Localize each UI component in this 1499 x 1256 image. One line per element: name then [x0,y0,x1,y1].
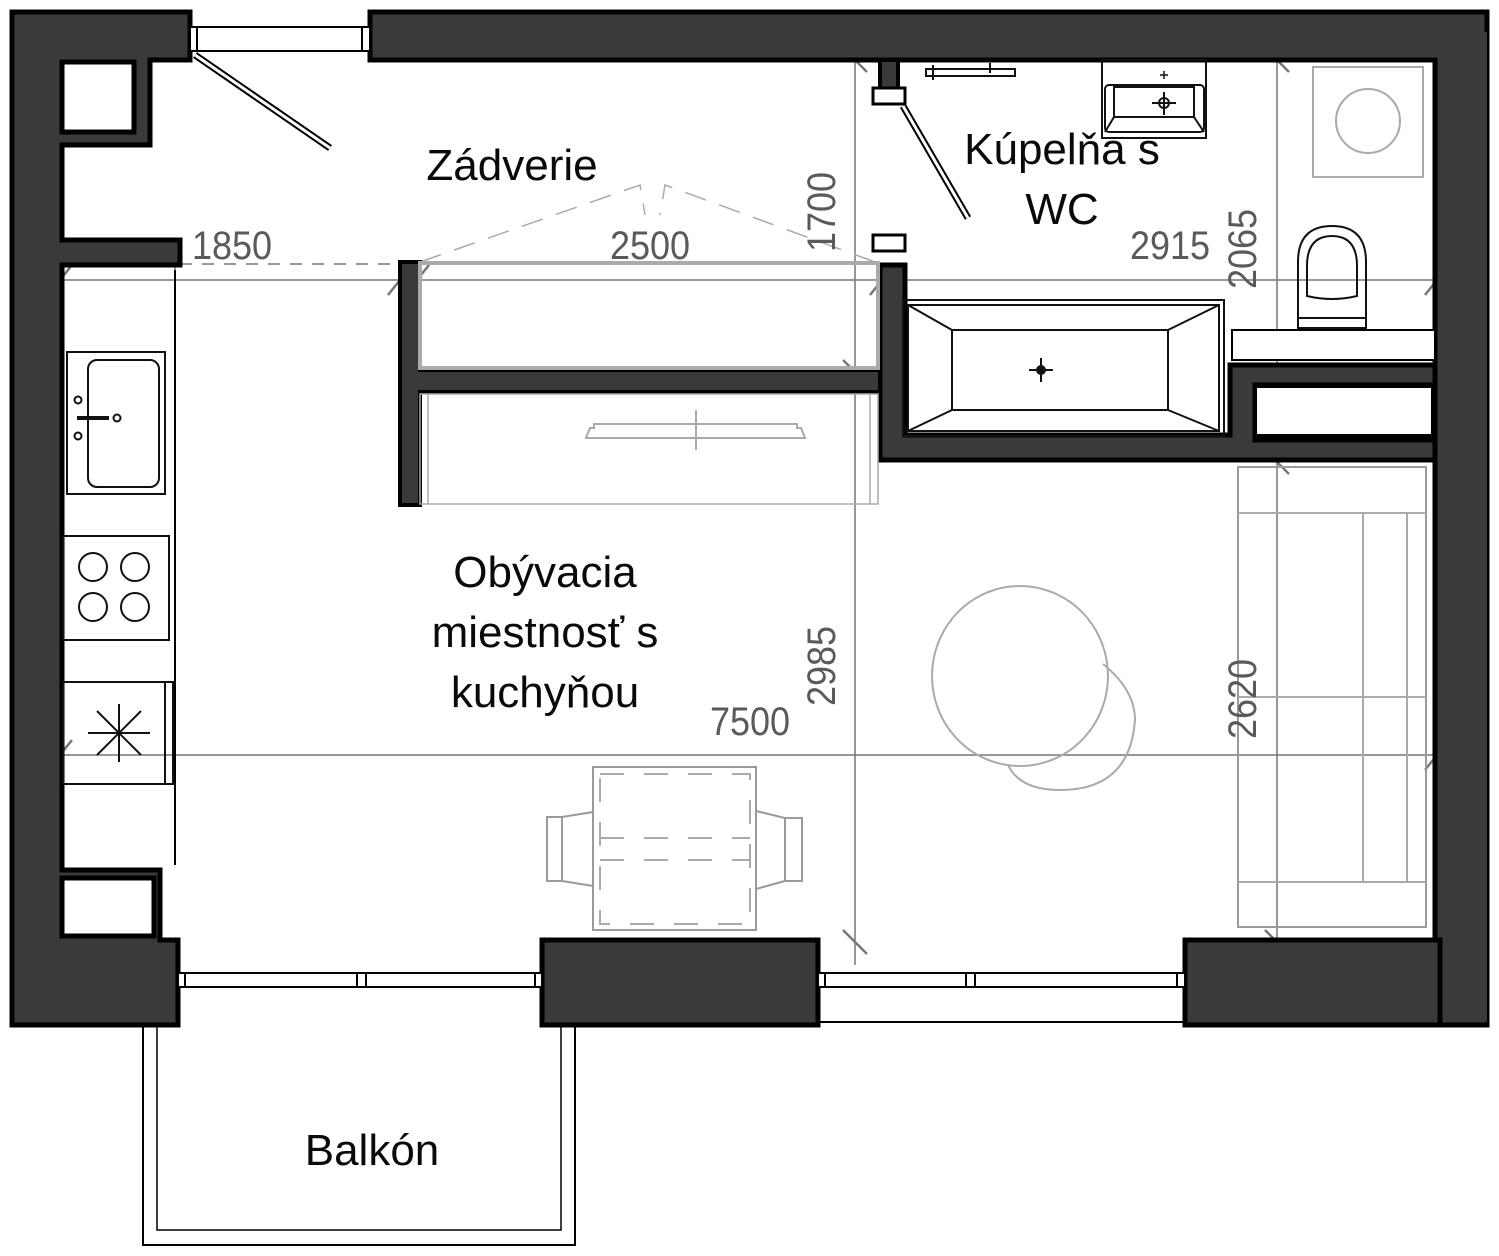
cooktop-icon[interactable] [62,535,170,641]
toilet-icon[interactable] [1297,224,1367,329]
balcony [142,1025,576,1246]
round-rug-icon[interactable] [931,585,1137,792]
room-label-balcony: Balkón [305,1126,440,1175]
towel-rail-icon[interactable] [925,63,1016,80]
kitchen-sink-icon[interactable] [66,351,166,495]
room-label-living-line3: kuchyňou [451,668,639,717]
sofa-icon[interactable] [1237,466,1427,928]
dim-wardrobe-width: 2500 [610,224,690,268]
dim-bath-depth: 2065 [1221,209,1265,289]
range-hood-icon[interactable] [62,681,174,785]
entrance-door-frame[interactable] [189,26,371,52]
room-label-living-line2: miestnosť s [432,608,659,657]
room-label-entry: Zádverie [426,141,597,190]
room-label-living-line1: Obývacia [453,548,637,597]
chair-left-icon[interactable] [546,811,594,887]
dim-living-width: 7500 [710,700,790,744]
room-label-bathroom-line2: WC [1025,185,1098,234]
living-window[interactable] [817,972,1186,988]
balcony-door-window[interactable] [177,972,543,988]
openings [177,26,1186,1023]
dim-bath-width: 2915 [1130,224,1210,268]
washing-machine-icon[interactable] [1312,66,1424,178]
chair-right-icon[interactable] [755,810,803,890]
dim-living-depth: 2985 [800,626,844,706]
dining-table-icon[interactable] [592,766,757,931]
washbasin-icon[interactable] [1101,59,1207,139]
walls [9,9,1490,1028]
bathroom-fixtures [902,59,1424,437]
dimension-labels: 1850 2500 1700 2915 2065 7500 2985 2620 [192,172,1265,744]
dimension-lines [30,35,1465,1000]
dim-entry-depth: 1700 [800,172,844,252]
bathtub-icon[interactable] [902,299,1225,437]
room-labels: Zádverie Kúpelňa s WC Obývacia miestnosť… [305,125,1160,1175]
dim-entry-width: 1850 [192,224,272,268]
wardrobe[interactable] [418,261,880,505]
dim-sofa-length: 2620 [1221,659,1265,739]
room-label-bathroom-line1: Kúpelňa s [964,125,1160,174]
living-furniture [546,466,1427,931]
kitchen-counter [62,270,176,865]
